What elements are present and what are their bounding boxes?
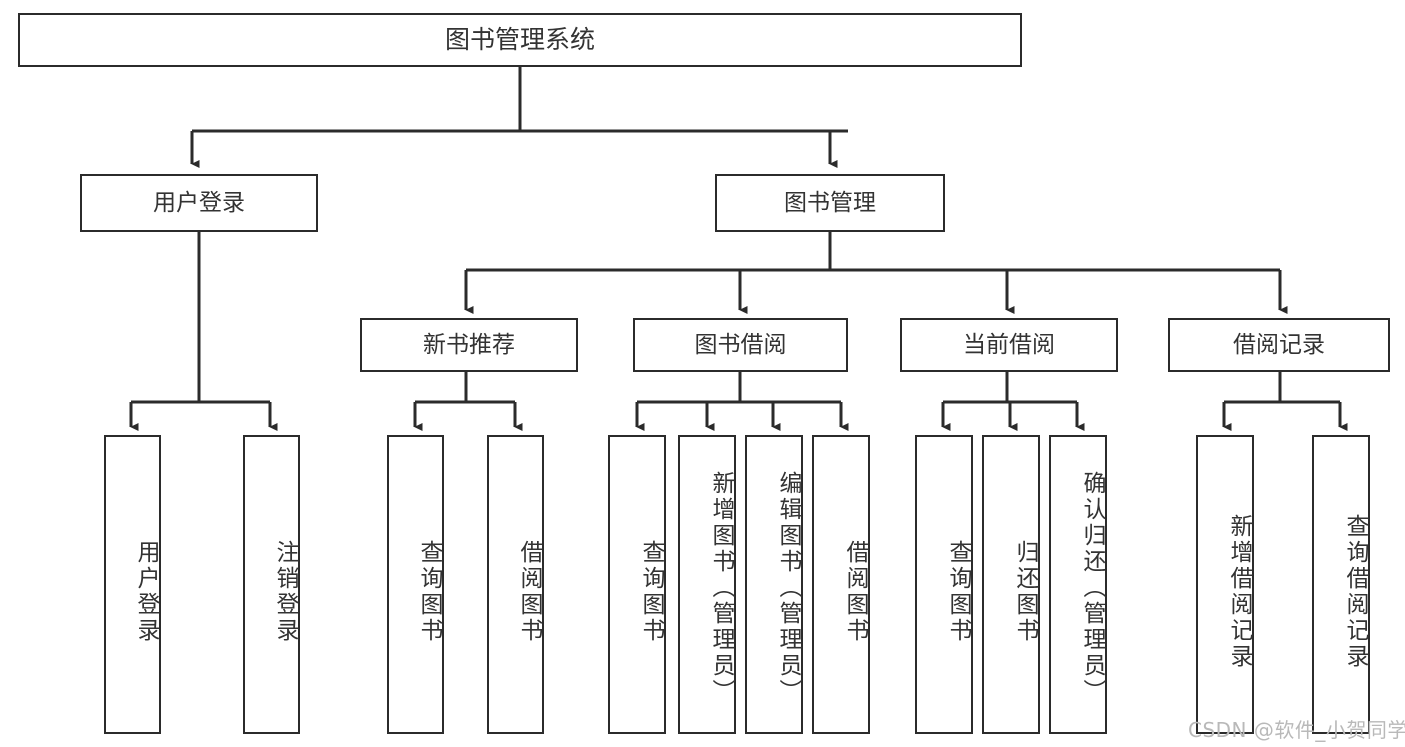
connector-group-borrow-record — [1222, 372, 1348, 432]
node-root-system[interactable]: 图书管理系统 — [18, 13, 1022, 67]
leaf-new-book-query[interactable]: 查询图书 — [387, 435, 444, 734]
node-current-borrow[interactable]: 当前借阅 — [900, 318, 1118, 372]
leaf-current-borrow-query[interactable]: 查询图书 — [915, 435, 973, 734]
node-book-borrow[interactable]: 图书借阅 — [633, 318, 848, 372]
leaf-book-borrow-query[interactable]: 查询图书 — [608, 435, 666, 734]
connector-group-root — [190, 67, 848, 169]
leaf-user-login-signin[interactable]: 用户登录 — [104, 435, 161, 734]
node-new-book-recommend[interactable]: 新书推荐 — [360, 318, 578, 372]
connector-group-book-manage — [464, 232, 1288, 315]
leaf-current-borrow-return[interactable]: 归还图书 — [982, 435, 1040, 734]
leaf-book-borrow-edit[interactable]: 编辑图书（管理员） — [745, 435, 803, 734]
node-user-login[interactable]: 用户登录 — [80, 174, 318, 232]
connector-group-user-login — [129, 232, 278, 432]
connector-group-book-borrow — [635, 372, 849, 432]
leaf-borrow-record-add[interactable]: 新增借阅记录 — [1196, 435, 1254, 734]
leaf-book-borrow-borrow[interactable]: 借阅图书 — [812, 435, 870, 734]
leaf-user-login-signout[interactable]: 注销登录 — [243, 435, 300, 734]
leaf-new-book-borrow[interactable]: 借阅图书 — [487, 435, 544, 734]
node-borrow-record[interactable]: 借阅记录 — [1168, 318, 1390, 372]
node-book-management[interactable]: 图书管理 — [715, 174, 945, 232]
leaf-book-borrow-add[interactable]: 新增图书（管理员） — [678, 435, 736, 734]
csdn-watermark: CSDN @软件_小贺同学 — [1188, 718, 1405, 742]
connector-group-new-book — [413, 372, 523, 432]
leaf-current-borrow-confirm-return[interactable]: 确认归还（管理员） — [1049, 435, 1107, 734]
leaf-borrow-record-query[interactable]: 查询借阅记录 — [1312, 435, 1370, 734]
connector-group-current-borrow — [941, 372, 1085, 432]
